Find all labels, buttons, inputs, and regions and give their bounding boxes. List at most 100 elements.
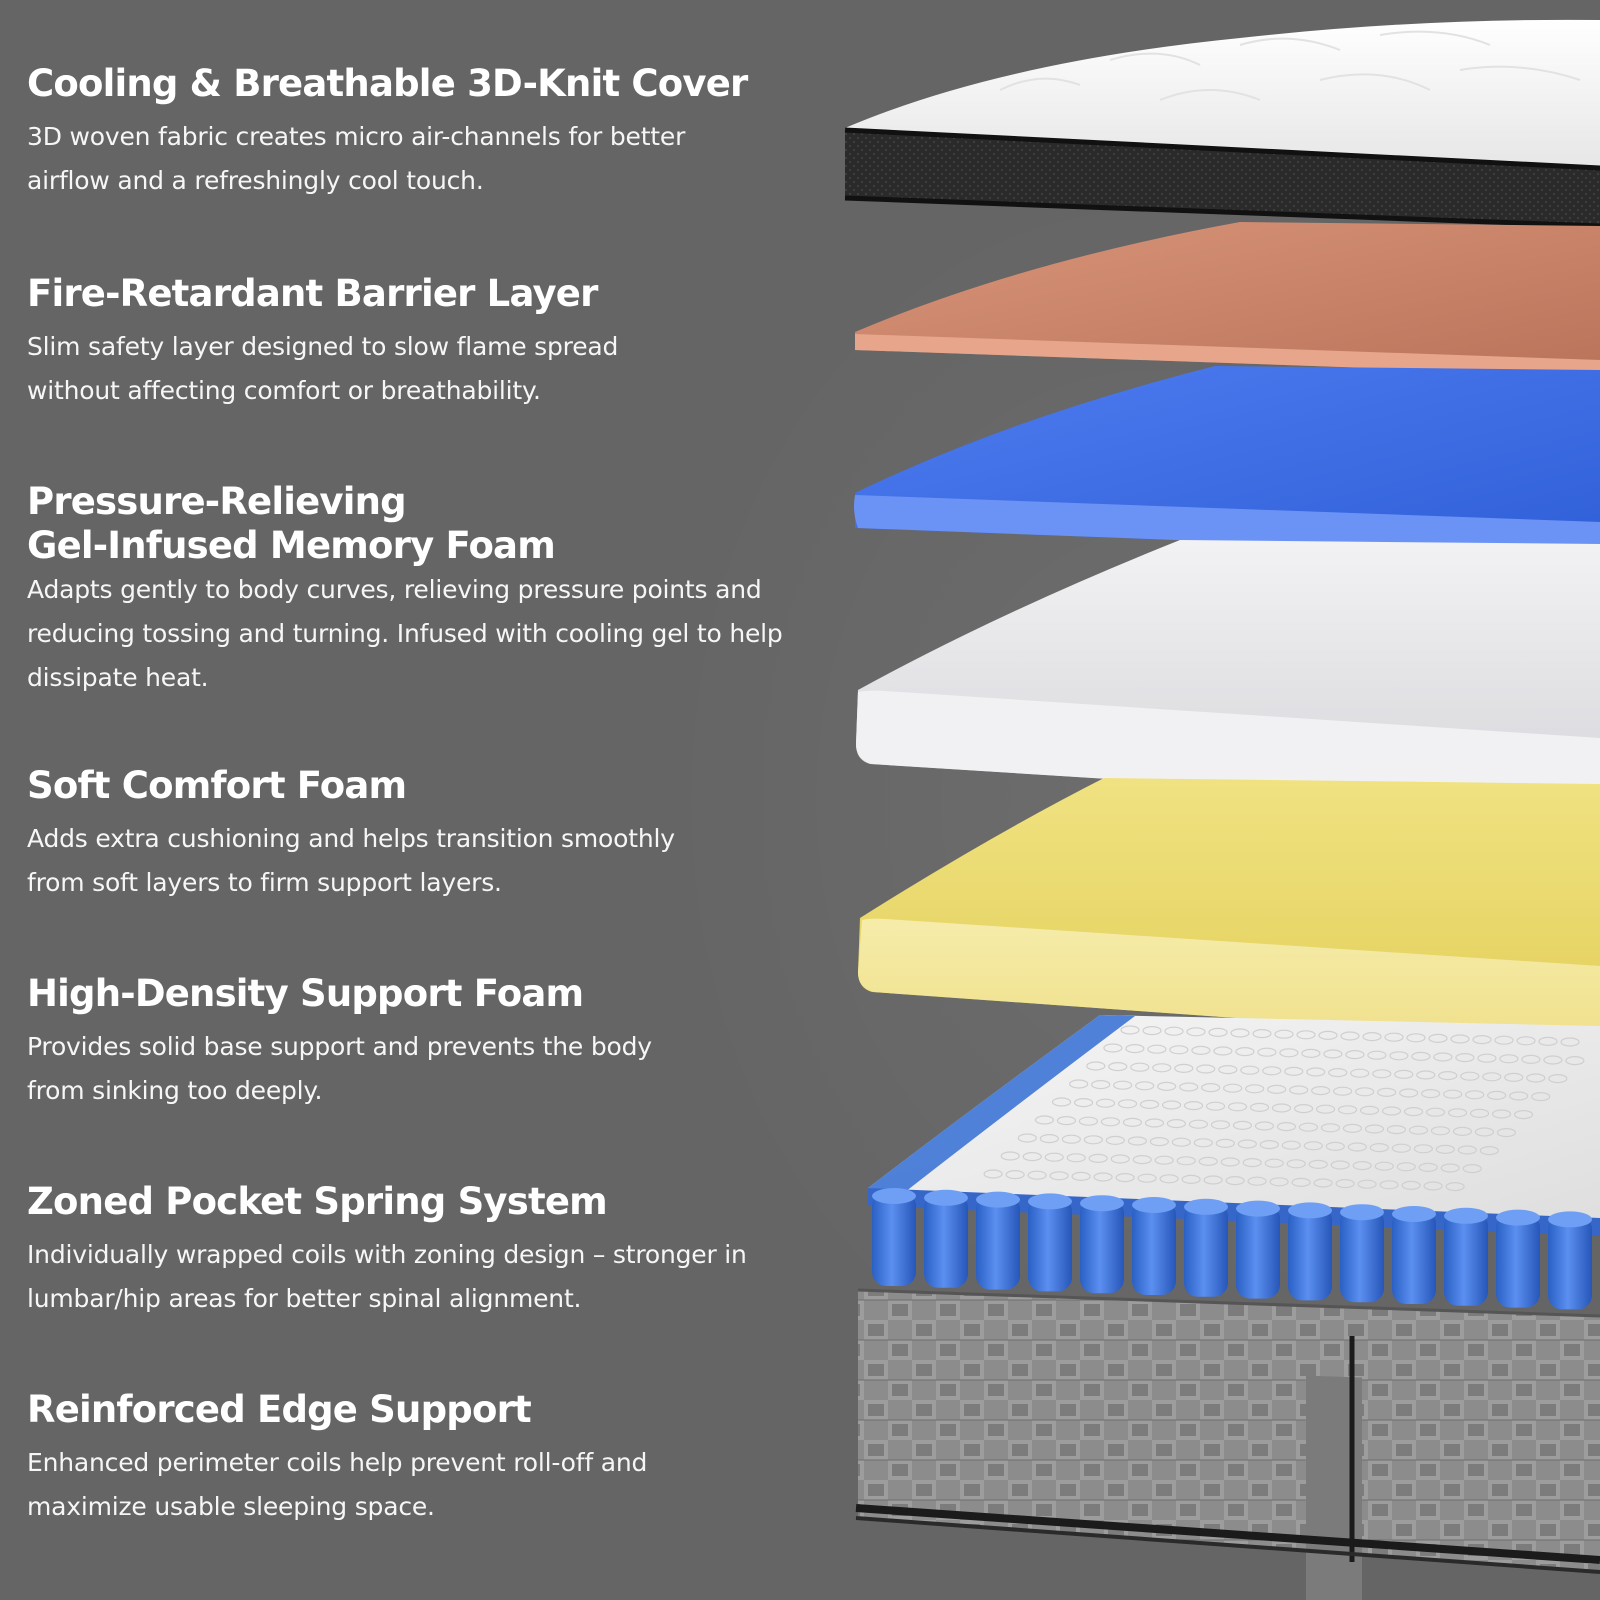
feature-comfort-foam: Soft Comfort Foam Adds extra cushioning … [27, 764, 847, 905]
spring-top-cell [1005, 1169, 1025, 1180]
spring-top-cell [1073, 1097, 1094, 1108]
spring-coil-cap [1080, 1195, 1124, 1212]
spring-coil-cap [1236, 1200, 1280, 1217]
spring-top-cell [1425, 1107, 1446, 1117]
feature-description: Individually wrapped coils with zoning d… [27, 1240, 747, 1313]
spring-top-cell [1296, 1030, 1316, 1040]
spring-top-cell [1330, 1160, 1350, 1170]
feature-description: Adds extra cushioning and helps transiti… [27, 824, 675, 897]
spring-top-cell [1408, 1125, 1429, 1135]
spring-top-cell [1161, 1100, 1182, 1110]
spring-top-cell [1105, 1135, 1125, 1146]
spring-top-cell [1482, 1072, 1502, 1082]
spring-top-cell [1435, 1144, 1455, 1155]
spring-top-cell [1445, 1181, 1465, 1192]
spring-top-cell [1267, 1084, 1287, 1095]
spring-top-cell [1477, 1053, 1497, 1063]
spring-top-cell [1049, 1171, 1069, 1181]
spring-top-cell [1384, 1032, 1404, 1042]
spring-top-cell [1389, 1051, 1409, 1061]
spring-top-cell [1183, 1100, 1204, 1111]
spring-top-cell [1401, 1180, 1421, 1191]
spring-top-cell [1433, 1052, 1453, 1062]
spring-coil-cap [924, 1189, 968, 1206]
spring-top-cell [1115, 1172, 1135, 1183]
spring-coil-cap [1392, 1206, 1436, 1222]
spring-top-cell [1340, 1031, 1360, 1041]
spring-top-cell [1469, 1108, 1490, 1119]
spring-top-cell [1335, 1178, 1355, 1189]
spring-coil-cap [976, 1191, 1020, 1208]
spring-top-cell [1372, 1069, 1392, 1079]
spring-top-cell [1000, 1151, 1020, 1161]
spring-top-cell [1086, 1061, 1106, 1071]
spring-top-cell [1428, 1033, 1448, 1044]
spring-top-cell [1122, 1117, 1143, 1128]
spring-top-cell [1286, 1159, 1306, 1169]
feature-support-foam: High-Density Support Foam Provides solid… [27, 972, 847, 1113]
spring-top-cell [1289, 1085, 1309, 1095]
spring-top-cell [1357, 1179, 1377, 1189]
spring-top-cell [1355, 1087, 1375, 1097]
spring-top-cell [1443, 1089, 1463, 1099]
base-fabric-layer [855, 1288, 1600, 1600]
spring-top-cell [1088, 1153, 1108, 1164]
spring-top-cell [1403, 1106, 1424, 1117]
feature-title: Reinforced Edge Support [27, 1388, 532, 1431]
spring-top-cell [1257, 1047, 1277, 1057]
spring-top-cell [1337, 1105, 1358, 1115]
spring-top-cell [1526, 1073, 1546, 1083]
spring-top-cell [983, 1169, 1003, 1179]
spring-top-cell [1281, 1140, 1301, 1150]
knit-cover-layer [844, 19, 1600, 229]
spring-top-cell [1516, 1036, 1536, 1046]
spring-top-cell [1193, 1138, 1213, 1148]
spring-top-cell [1276, 1121, 1297, 1132]
spring-top-grid [983, 1025, 1585, 1192]
spring-top-cell [1125, 1043, 1145, 1054]
spring-top-cell [1455, 1052, 1475, 1063]
spring-coil [1444, 1211, 1488, 1306]
spring-top-cell [1298, 1122, 1319, 1132]
spring-coil-cap [1288, 1202, 1332, 1219]
spring-top-cell [1301, 1048, 1321, 1059]
spring-top-cell [1100, 1117, 1121, 1127]
spring-top-cell [1521, 1054, 1541, 1065]
spring-top-cell [1430, 1126, 1451, 1136]
spring-top-cell [1465, 1090, 1485, 1100]
feature-edge-support: Reinforced Edge Support Enhanced perimet… [27, 1388, 847, 1529]
feature-title: Fire-Retardant Barrier Layer [27, 272, 598, 315]
spring-top-cell [1066, 1153, 1086, 1163]
spring-top-cell [1323, 1049, 1343, 1059]
fire-barrier-layer [855, 222, 1600, 376]
spring-top-cell [1303, 1141, 1323, 1151]
spring-top-cell [1548, 1073, 1568, 1084]
spring-top-cell [1179, 1082, 1199, 1092]
spring-top-cell [1188, 1119, 1209, 1129]
spring-top-cell [1176, 1156, 1196, 1166]
spring-top-cell [1496, 1127, 1517, 1138]
feature-description: Slim safety layer designed to slow flame… [27, 332, 619, 405]
spring-top-cell [1142, 1025, 1162, 1036]
spring-top-cell [1095, 1098, 1116, 1108]
spring-top-cell [1171, 1137, 1191, 1147]
spring-top-cell [1386, 1124, 1407, 1135]
spring-top-cell [1271, 1103, 1292, 1113]
spring-top-cell [1166, 1118, 1187, 1129]
spring-top-cell [1252, 1028, 1272, 1039]
spring-top-cell [1391, 1143, 1411, 1153]
spring-top-cell [1240, 1065, 1260, 1075]
spring-top-cell [1342, 1123, 1363, 1134]
spring-top-cell [1056, 1115, 1077, 1126]
spring-top-cell [1538, 1036, 1558, 1047]
spring-top-cell [1249, 1102, 1270, 1113]
spring-top-cell [1230, 1028, 1250, 1038]
spring-top-cell [1108, 1061, 1128, 1072]
spring-top-cell [1157, 1081, 1177, 1092]
spring-coil [976, 1195, 1020, 1290]
spring-coil-cap [1028, 1193, 1072, 1210]
spring-top-cell [1132, 1154, 1152, 1165]
spring-top-cell [1147, 1044, 1167, 1054]
spring-top-cell [1462, 1163, 1482, 1174]
spring-top-cell [1347, 1142, 1367, 1152]
